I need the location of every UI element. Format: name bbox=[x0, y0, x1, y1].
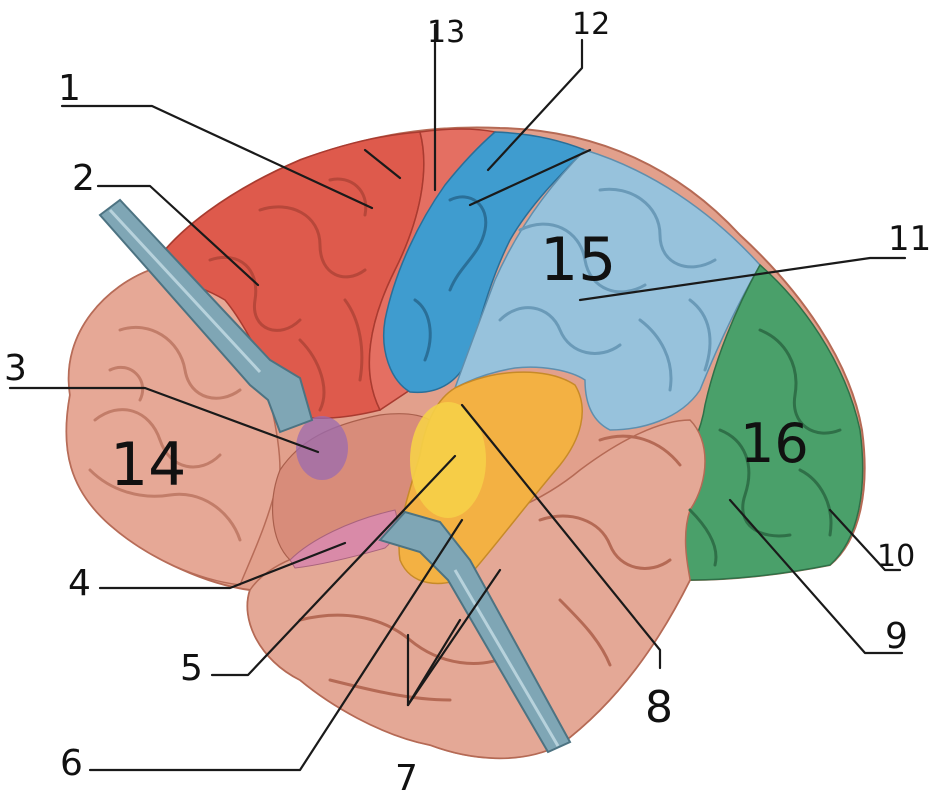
leader-7c bbox=[406, 568, 502, 707]
leader-3 bbox=[8, 386, 320, 454]
label-1: 1 bbox=[58, 68, 81, 109]
label-11: 11 bbox=[888, 219, 931, 259]
label-9: 9 bbox=[885, 616, 908, 657]
label-12: 12 bbox=[572, 7, 610, 42]
region-label-16: 16 bbox=[740, 412, 809, 475]
region-purple-spot bbox=[296, 416, 348, 480]
leader-11 bbox=[578, 256, 907, 302]
leader-12b bbox=[468, 148, 592, 207]
leader-lines bbox=[8, 23, 907, 772]
leader-2 bbox=[96, 184, 260, 287]
label-10: 10 bbox=[877, 539, 915, 574]
region-label-14: 14 bbox=[110, 430, 186, 500]
leader-4 bbox=[98, 541, 347, 590]
label-5: 5 bbox=[180, 648, 203, 689]
retractor-upper bbox=[98, 198, 314, 434]
region-labels: 14 15 16 bbox=[110, 225, 809, 500]
label-4: 4 bbox=[68, 563, 91, 604]
leader-12 bbox=[486, 38, 584, 172]
leader-10 bbox=[828, 508, 902, 572]
leader-9 bbox=[728, 498, 904, 655]
retractor-lower bbox=[378, 510, 572, 754]
label-13: 13 bbox=[427, 15, 465, 50]
label-3: 3 bbox=[4, 348, 27, 389]
label-7: 7 bbox=[395, 758, 418, 799]
label-8: 8 bbox=[645, 682, 673, 733]
label-2: 2 bbox=[72, 158, 95, 199]
label-6: 6 bbox=[60, 743, 83, 784]
number-labels: 1 2 3 4 5 6 7 8 9 10 11 12 13 bbox=[4, 7, 931, 799]
region-occipital bbox=[663, 263, 864, 581]
leader-5 bbox=[210, 454, 457, 677]
region-label-15: 15 bbox=[540, 225, 616, 295]
gyri-texture bbox=[88, 177, 842, 702]
leader-6 bbox=[88, 518, 464, 772]
leader-1b bbox=[363, 148, 402, 180]
leader-8 bbox=[460, 403, 662, 670]
region-insula-yellow bbox=[410, 402, 486, 518]
leader-1 bbox=[60, 104, 374, 210]
